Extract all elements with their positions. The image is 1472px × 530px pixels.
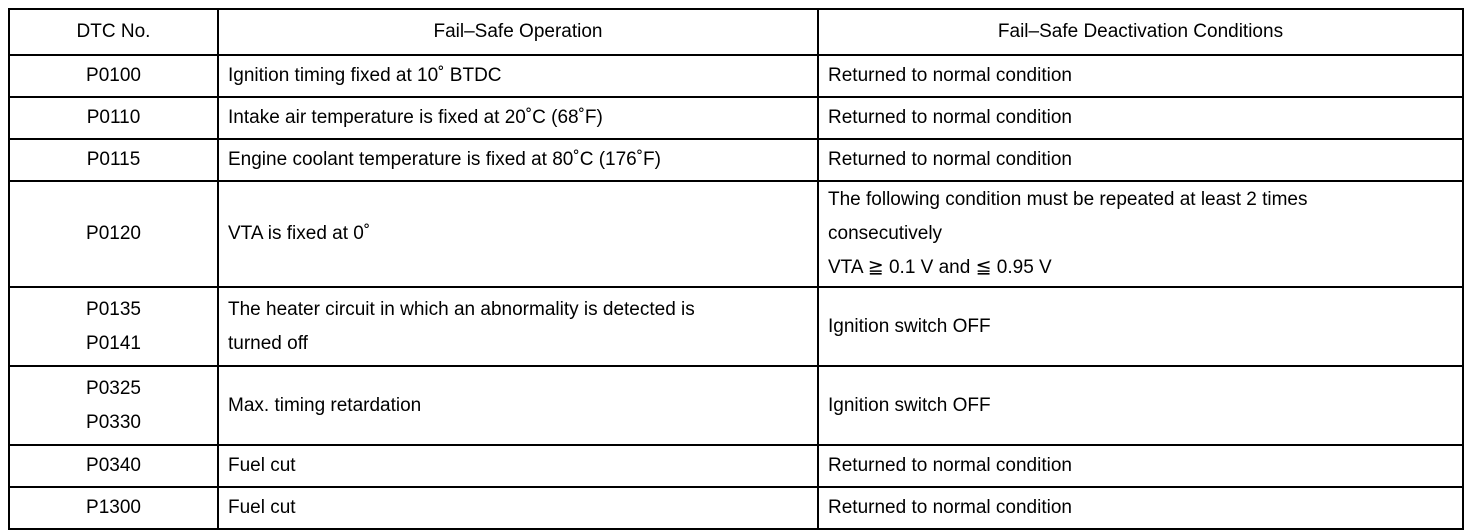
deactivation-cell: Returned to normal condition bbox=[817, 54, 1464, 98]
table-row: P0100 Ignition timing fixed at 10˚ BTDC … bbox=[8, 54, 1464, 98]
table-row: P0340 Fuel cut Returned to normal condit… bbox=[8, 444, 1464, 488]
fail-safe-table: DTC No. Fail–Safe Operation Fail–Safe De… bbox=[8, 8, 1464, 530]
operation-text: Max. timing retardation bbox=[228, 394, 422, 416]
header-dtc-no: DTC No. bbox=[8, 8, 219, 56]
dtc-cell: P0325 P0330 bbox=[8, 365, 219, 446]
table-row: P0325 P0330 Max. timing retardation Igni… bbox=[8, 365, 1464, 446]
operation-cell: Ignition timing fixed at 10˚ BTDC bbox=[217, 54, 819, 98]
table-row: P1300 Fuel cut Returned to normal condit… bbox=[8, 486, 1464, 530]
operation-text: Intake air temperature is fixed at 20˚C … bbox=[228, 107, 603, 128]
dtc-code: P0120 bbox=[86, 223, 141, 244]
operation-cell: VTA is fixed at 0˚ bbox=[217, 180, 819, 288]
dtc-code: P0141 bbox=[86, 332, 141, 354]
operation-cell: Engine coolant temperature is fixed at 8… bbox=[217, 138, 819, 182]
deactivation-text: consecutively bbox=[828, 223, 943, 244]
deactivation-cell: Returned to normal condition bbox=[817, 444, 1464, 488]
deactivation-text: Returned to normal condition bbox=[828, 497, 1072, 518]
operation-cell: Fuel cut bbox=[217, 486, 819, 530]
operation-text: Fuel cut bbox=[228, 497, 296, 518]
header-deactivation-conditions: Fail–Safe Deactivation Conditions bbox=[817, 8, 1464, 56]
table-header-row: DTC No. Fail–Safe Operation Fail–Safe De… bbox=[8, 8, 1464, 56]
dtc-cell: P0110 bbox=[8, 96, 219, 140]
deactivation-cell: Returned to normal condition bbox=[817, 486, 1464, 530]
dtc-code: P0330 bbox=[86, 411, 141, 433]
deactivation-text: Ignition switch OFF bbox=[828, 394, 991, 416]
deactivation-text: VTA ≧ 0.1 V and ≦ 0.95 V bbox=[828, 257, 1052, 278]
dtc-code: P0340 bbox=[86, 455, 141, 476]
operation-cell: Intake air temperature is fixed at 20˚C … bbox=[217, 96, 819, 140]
deactivation-text: Returned to normal condition bbox=[828, 107, 1072, 128]
dtc-cell: P0340 bbox=[8, 444, 219, 488]
operation-text: Fuel cut bbox=[228, 455, 296, 476]
deactivation-cell: Ignition switch OFF bbox=[817, 365, 1464, 446]
deactivation-text: Returned to normal condition bbox=[828, 455, 1072, 476]
dtc-cell: P0115 bbox=[8, 138, 219, 182]
header-fail-safe-operation: Fail–Safe Operation bbox=[217, 8, 819, 56]
operation-cell: The heater circuit in which an abnormali… bbox=[217, 286, 819, 367]
deactivation-cell: The following condition must be repeated… bbox=[817, 180, 1464, 288]
dtc-cell: P0100 bbox=[8, 54, 219, 98]
operation-text: turned off bbox=[228, 332, 308, 354]
dtc-code: P0110 bbox=[86, 107, 141, 128]
table-row: P0115 Engine coolant temperature is fixe… bbox=[8, 138, 1464, 182]
deactivation-cell: Ignition switch OFF bbox=[817, 286, 1464, 367]
operation-text: VTA is fixed at 0˚ bbox=[228, 223, 371, 244]
deactivation-cell: Returned to normal condition bbox=[817, 138, 1464, 182]
table-row: P0120 VTA is fixed at 0˚ The following c… bbox=[8, 180, 1464, 288]
dtc-code: P0135 bbox=[86, 298, 141, 320]
dtc-code: P0115 bbox=[86, 149, 141, 170]
dtc-cell: P1300 bbox=[8, 486, 219, 530]
dtc-code: P1300 bbox=[86, 497, 141, 518]
dtc-code: P0100 bbox=[86, 65, 141, 86]
deactivation-text: Returned to normal condition bbox=[828, 65, 1072, 86]
deactivation-text: Returned to normal condition bbox=[828, 149, 1072, 170]
deactivation-text: The following condition must be repeated… bbox=[828, 189, 1308, 210]
dtc-cell: P0120 bbox=[8, 180, 219, 288]
deactivation-cell: Returned to normal condition bbox=[817, 96, 1464, 140]
operation-text: The heater circuit in which an abnormali… bbox=[228, 298, 695, 320]
dtc-cell: P0135 P0141 bbox=[8, 286, 219, 367]
table-row: P0110 Intake air temperature is fixed at… bbox=[8, 96, 1464, 140]
operation-text: Engine coolant temperature is fixed at 8… bbox=[228, 149, 661, 170]
table-row: P0135 P0141 The heater circuit in which … bbox=[8, 286, 1464, 367]
operation-cell: Fuel cut bbox=[217, 444, 819, 488]
operation-cell: Max. timing retardation bbox=[217, 365, 819, 446]
deactivation-text: Ignition switch OFF bbox=[828, 315, 991, 337]
dtc-code: P0325 bbox=[86, 377, 141, 399]
fail-safe-table-container: DTC No. Fail–Safe Operation Fail–Safe De… bbox=[8, 8, 1464, 530]
operation-text: Ignition timing fixed at 10˚ BTDC bbox=[228, 65, 502, 86]
